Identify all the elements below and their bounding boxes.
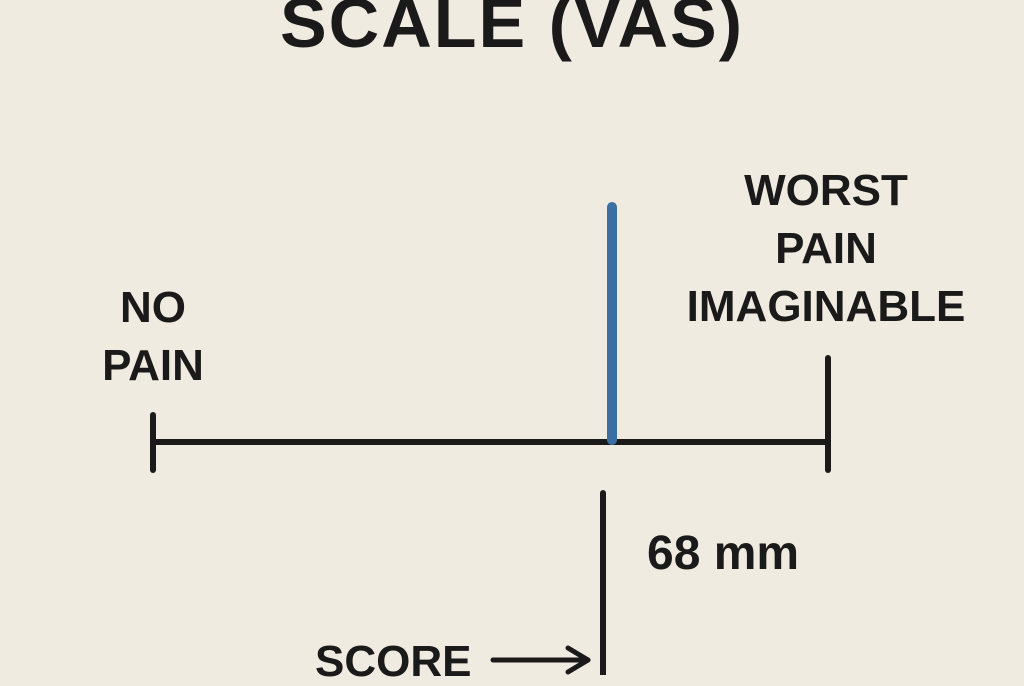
measurement-value: 68 mm: [647, 527, 800, 580]
worst-pain-label-line: IMAGINABLE: [686, 282, 966, 331]
no-pain-label: NO PAIN: [73, 279, 233, 395]
score-label: SCORE: [315, 637, 472, 686]
no-pain-label-line: NO: [120, 283, 186, 332]
no-pain-label-line: PAIN: [102, 341, 204, 390]
score-arrow-head: [565, 645, 591, 675]
diagram-title: SCALE (VAS): [279, 0, 745, 62]
worst-pain-label-line: WORST: [744, 166, 908, 215]
worst-pain-label: WORST PAIN IMAGINABLE: [656, 162, 996, 336]
worst-pain-label-line: PAIN: [775, 224, 877, 273]
